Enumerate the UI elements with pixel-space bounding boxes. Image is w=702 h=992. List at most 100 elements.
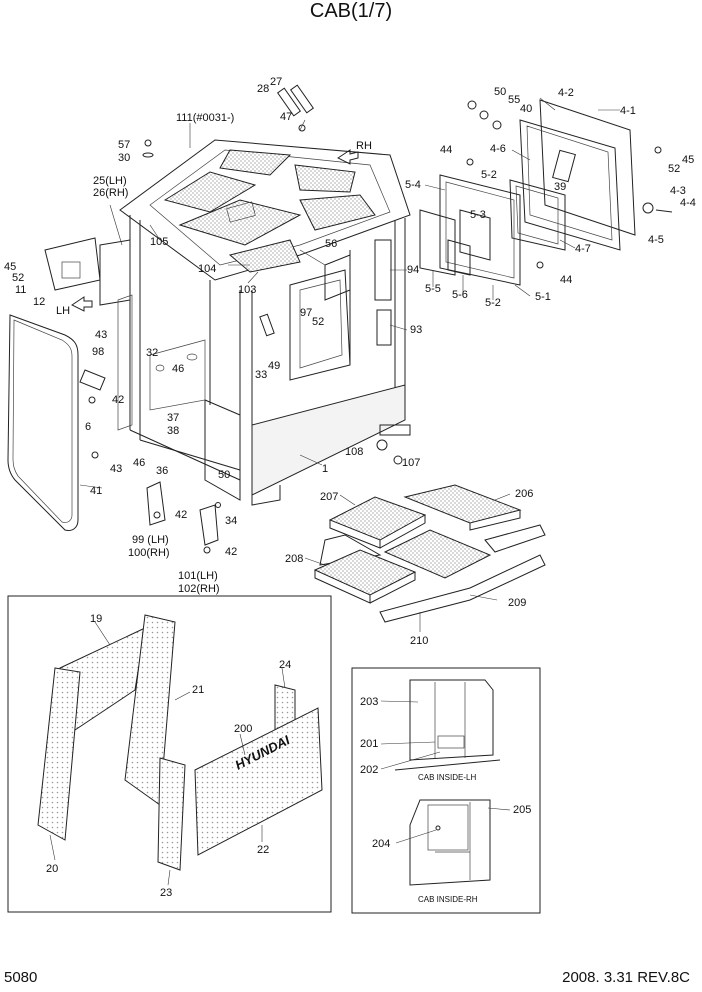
callout-5-2-top: 5-2 <box>481 169 497 181</box>
callout-30: 30 <box>118 152 130 164</box>
callout-27: 27 <box>270 76 282 88</box>
page-number: 5080 <box>4 969 38 986</box>
callout-46-a: 46 <box>172 363 184 375</box>
callout-202: 202 <box>360 764 378 776</box>
callout-201: 201 <box>360 738 378 750</box>
callout-4-1: 4-1 <box>620 105 636 117</box>
callout-37: 37 <box>167 412 179 424</box>
inset-label-lh: CAB INSIDE-LH <box>418 773 476 782</box>
callout-5-5: 5-5 <box>425 283 441 295</box>
cab-frame <box>71 139 411 506</box>
callout-44-a: 44 <box>440 144 452 156</box>
callout-52-c: 52 <box>668 163 680 175</box>
callout-34: 34 <box>225 515 237 527</box>
callout-52-a: 52 <box>12 272 24 284</box>
callout-12: 12 <box>33 296 45 308</box>
cab-inside-box <box>351 667 541 914</box>
callout-46-b: 46 <box>133 457 145 469</box>
callout-4-2: 4-2 <box>558 87 574 99</box>
callout-43-a: 43 <box>95 329 107 341</box>
callout-205: 205 <box>513 804 531 816</box>
callout-209: 209 <box>508 597 526 609</box>
panel-assembly <box>419 158 544 286</box>
callout-5-2-bottom: 5-2 <box>485 297 501 309</box>
callout-103: 103 <box>238 284 256 296</box>
callout-5-1: 5-1 <box>535 291 551 303</box>
callout-23: 23 <box>160 887 172 899</box>
callout-5-6: 5-6 <box>452 289 468 301</box>
callout-41: 41 <box>90 485 102 497</box>
callout-42-b: 42 <box>175 509 187 521</box>
callout-40: 40 <box>520 103 532 115</box>
callout-42-c: 42 <box>225 546 237 558</box>
callout-93: 93 <box>410 324 422 336</box>
callout-98: 98 <box>92 346 104 358</box>
direction-lh: LH <box>56 305 70 317</box>
callout-6: 6 <box>85 421 91 433</box>
callout-4-6: 4-6 <box>490 143 506 155</box>
callout-102: 102(RH) <box>178 583 220 595</box>
floor-mats <box>313 484 546 623</box>
callout-107: 107 <box>402 457 420 469</box>
callout-111: 111(#0031-) <box>176 112 234 124</box>
callout-49: 49 <box>268 360 280 372</box>
callout-50-a: 50 <box>494 86 506 98</box>
callout-19: 19 <box>90 613 102 625</box>
insulation-parts-box <box>7 595 332 913</box>
callout-labels: 1 4-1 4-2 4-3 4-4 4-5 4-6 4-7 5-1 5-2 5-… <box>4 76 696 904</box>
callout-99: 99 (LH) <box>132 534 169 546</box>
callout-45-b: 45 <box>682 154 694 166</box>
callout-24: 24 <box>279 659 291 671</box>
callout-1: 1 <box>322 463 328 475</box>
leader-lines <box>49 97 620 886</box>
callout-4-7: 4-7 <box>575 243 591 255</box>
cab-inside-rh-view <box>409 799 491 886</box>
callout-208: 208 <box>285 553 303 565</box>
callout-57: 57 <box>118 139 130 151</box>
callout-56: 56 <box>325 238 337 250</box>
callout-204: 204 <box>372 838 390 850</box>
callout-206: 206 <box>515 488 533 500</box>
callout-43-b: 43 <box>110 463 122 475</box>
callout-97: 97 <box>300 307 312 319</box>
callout-38: 38 <box>167 425 179 437</box>
page-title: CAB(1/7) <box>309 0 393 22</box>
callout-200: 200 <box>234 723 252 735</box>
insulation-parts <box>37 614 323 871</box>
callout-5-4: 5-4 <box>405 179 421 191</box>
callout-4-4: 4-4 <box>680 197 696 209</box>
callout-36: 36 <box>156 465 168 477</box>
callout-207: 207 <box>320 491 338 503</box>
callout-108: 108 <box>345 446 363 458</box>
revision-date: 2008. 3.31 REV.8C <box>562 969 690 986</box>
callout-104: 104 <box>198 263 216 275</box>
callout-50-b: 50 <box>218 469 230 481</box>
inset-label-rh: CAB INSIDE-RH <box>418 895 478 904</box>
callout-105: 105 <box>150 236 168 248</box>
callout-5-3: 5-3 <box>470 209 486 221</box>
callout-32: 32 <box>146 347 158 359</box>
callout-4-5: 4-5 <box>648 234 664 246</box>
roof-hinge-parts <box>142 84 315 158</box>
callout-101: 101(LH) <box>178 570 218 582</box>
callout-94: 94 <box>407 264 419 276</box>
callout-100: 100(RH) <box>128 547 170 559</box>
direction-rh: RH <box>356 140 372 152</box>
callout-39: 39 <box>554 181 566 193</box>
callout-20: 20 <box>46 863 58 875</box>
callout-28: 28 <box>257 83 269 95</box>
callout-22: 22 <box>257 844 269 856</box>
callout-55: 55 <box>508 94 520 106</box>
callout-21: 21 <box>192 684 204 696</box>
callout-45-a: 45 <box>4 261 16 273</box>
callout-52-b: 52 <box>312 316 324 328</box>
callout-42-a: 42 <box>112 394 124 406</box>
door-parts <box>7 237 403 554</box>
callout-11: 11 <box>15 284 26 296</box>
callout-47: 47 <box>280 111 292 123</box>
callout-210: 210 <box>410 635 428 647</box>
callout-4-3: 4-3 <box>670 185 686 197</box>
callout-33: 33 <box>255 369 267 381</box>
callout-26: 26(RH) <box>93 187 128 199</box>
